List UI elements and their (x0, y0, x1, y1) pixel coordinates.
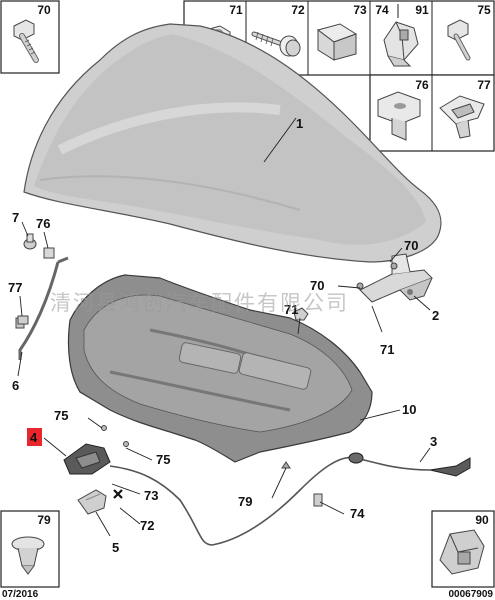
part-box-91-label: 91 (415, 3, 429, 17)
callout-75-right: 75 (156, 452, 170, 467)
part-box-79-label: 79 (37, 513, 51, 527)
hood-hinge (359, 253, 433, 303)
part-box-72-label: 72 (291, 3, 305, 17)
callout-79: 79 (238, 494, 252, 509)
footer-reference: 00067909 (449, 589, 494, 600)
part-box-grid: 71 72 73 74 91 (183, 0, 495, 152)
fastener-71-center (293, 307, 309, 321)
retainer-clip-icon (439, 95, 485, 139)
fastener-77 (17, 315, 29, 325)
hood-insulator (67, 274, 373, 463)
callout-4-highlight (27, 428, 42, 446)
clip-icon (316, 23, 358, 61)
part-box-79: 79 (0, 510, 60, 588)
part-box-77-label: 77 (477, 78, 491, 92)
callout-77: 77 (8, 280, 22, 295)
fastener-76 (43, 247, 55, 259)
callout-72: 72 (140, 518, 154, 533)
part-box-75-label: 75 (477, 3, 491, 17)
hood-panel (23, 23, 442, 263)
part-box-70: 70 (0, 0, 60, 74)
callout-71-right: 71 (380, 342, 394, 357)
part-box-73-label: 73 (353, 3, 367, 17)
cross-marker-icon (113, 489, 123, 499)
callouts: 1 2 3 4 5 6 7 10 70 70 71 71 72 73 74 75… (8, 116, 439, 555)
part-box-70-label: 70 (37, 3, 51, 17)
hood-latch (63, 425, 129, 475)
release-handle (77, 489, 107, 515)
callout-71-left: 71 (284, 302, 298, 317)
bolt-icon (13, 19, 39, 63)
bolt-icon (447, 19, 471, 61)
part-box-74-label: 74 (375, 3, 389, 17)
part-box-71-label: 71 (229, 3, 243, 17)
release-cable (109, 452, 471, 546)
bracket-clip-icon (383, 21, 419, 67)
callout-5: 5 (112, 540, 119, 555)
part-box-76-label: 76 (415, 78, 429, 92)
fastener-7 (23, 233, 37, 250)
callout-75-left: 75 (54, 408, 68, 423)
grommet-clip-icon (377, 91, 421, 141)
callout-6: 6 (12, 378, 19, 393)
callout-74: 74 (350, 506, 365, 521)
push-rivet-icon (11, 536, 45, 575)
callout-70-lower: 70 (310, 278, 324, 293)
screw-icon (251, 31, 301, 57)
callout-3: 3 (430, 434, 437, 449)
callout-70-upper: 70 (404, 238, 418, 253)
bumper-stop-icon (439, 529, 485, 575)
callout-4: 4 (30, 430, 38, 445)
callout-76: 76 (36, 216, 50, 231)
callout-1: 1 (296, 116, 303, 131)
callout-10: 10 (402, 402, 416, 417)
footer-date: 07/2016 (2, 589, 39, 600)
part-box-90-label: 90 (475, 513, 489, 527)
callout-73: 73 (144, 488, 158, 503)
callout-7: 7 (12, 210, 19, 225)
callout-2: 2 (432, 308, 439, 323)
part-box-90: 90 (431, 510, 495, 588)
watermark-text: 清河县鸿创汽车配件有限公司 (50, 291, 349, 315)
leader-lines (17, 117, 431, 537)
